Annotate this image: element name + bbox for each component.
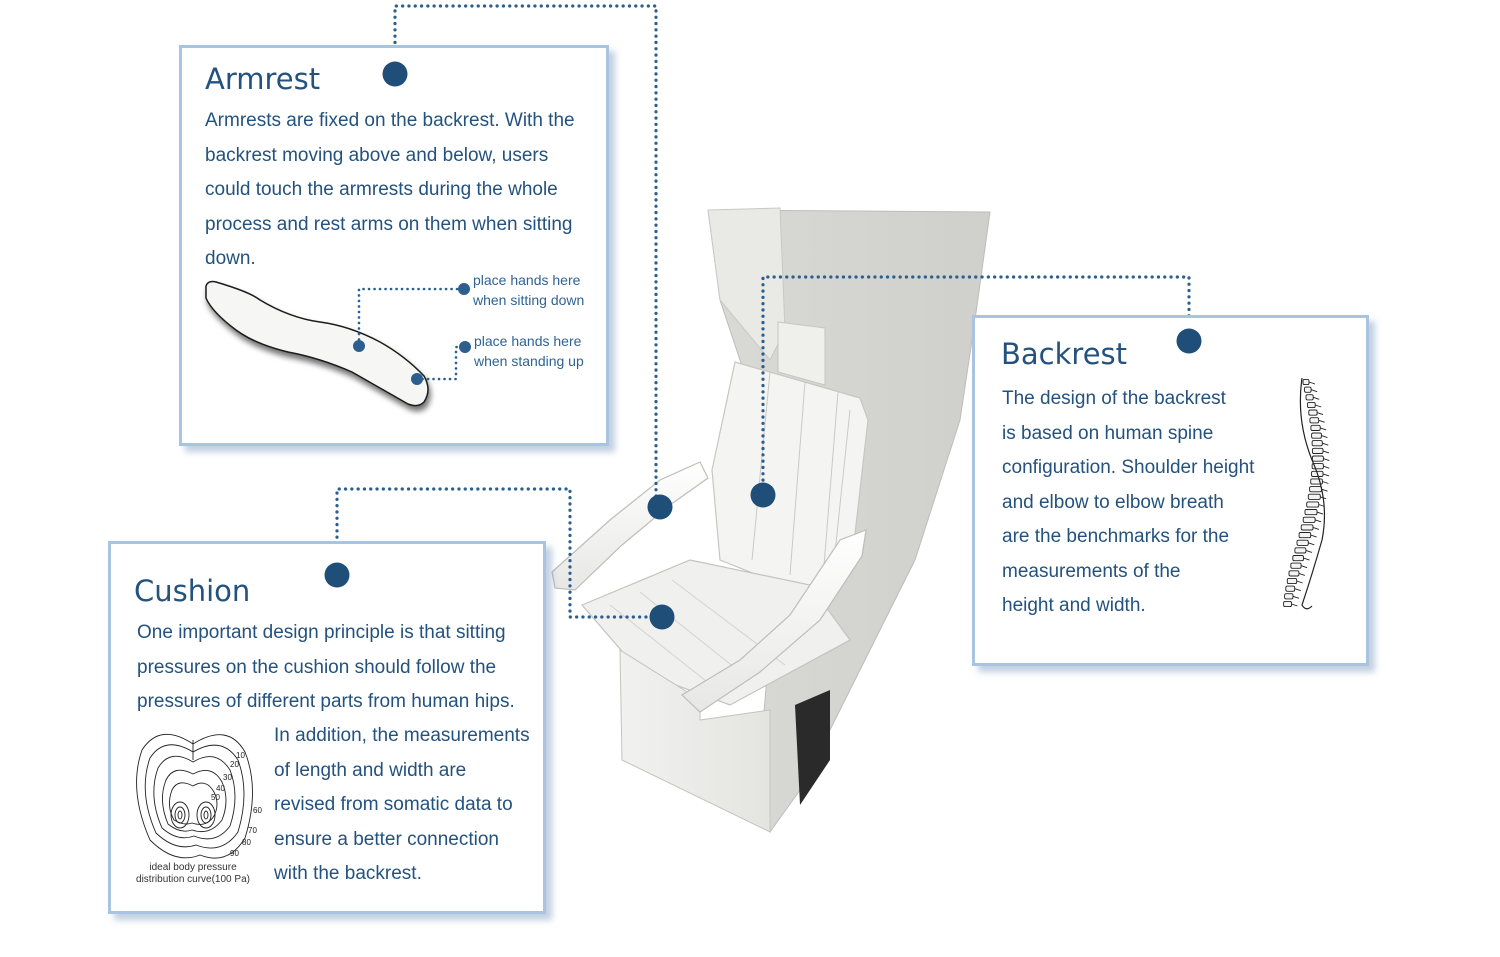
backrest-connector (761, 275, 1191, 497)
chair-prototype-image (551, 207, 991, 834)
armrest-description: Armrests are fixed on the backrest. With… (205, 104, 575, 277)
cushion-side-description: In addition, the measurements of length … (274, 719, 530, 892)
cushion-description: One important design principle is that s… (137, 616, 515, 720)
backrest-chair-dot (750, 482, 776, 508)
armrest-line: Armrests are fixed on the backrest. With… (205, 110, 575, 131)
pressure-caption-line: distribution curve(100 Pa) (136, 874, 250, 885)
cushion-side-line: ensure a better connection (274, 828, 499, 850)
label-sitting-line: place hands here (473, 272, 581, 288)
backrest-line: height and width. (1002, 595, 1146, 616)
label-standing: place hands here when standing up (474, 331, 584, 371)
cushion-side-line: In addition, the measurements (274, 725, 530, 746)
label-sitting: place hands here when sitting down (473, 270, 584, 310)
pressure-caption-line: ideal body pressure (149, 862, 237, 873)
cushion-side-line: with the backrest. (274, 863, 422, 884)
armrest-line: down. (205, 248, 256, 269)
chair-left-armrest (551, 461, 709, 591)
armrest-chair-dot (647, 494, 673, 520)
backrest-title: Backrest (1001, 337, 1128, 371)
cushion-side-line: revised from somatic data to (274, 794, 513, 815)
armrest-title: Armrest (205, 62, 321, 96)
backrest-line: is based on human spine (1002, 422, 1214, 444)
label-sitting-line: when sitting down (473, 292, 585, 308)
chair-right-armrest (681, 529, 867, 713)
connector-lines (335, 4, 1191, 619)
armrest-line: backrest moving above and below, users (205, 144, 549, 166)
label-standing-line: when standing up (474, 353, 584, 369)
cushion-chair-dot (649, 604, 675, 630)
backrest-line: measurements of the (1002, 560, 1181, 582)
label-standing-line: place hands here (474, 333, 582, 349)
chair-upper-back (777, 321, 826, 386)
armrest-line: process and rest arms on them when sitti… (205, 213, 573, 235)
backrest-line: are the benchmarks for the (1002, 526, 1230, 547)
cushion-side-line: of length and width are (274, 759, 467, 781)
backrest-line: The design of the backrest (1002, 388, 1226, 409)
backrest-description: The design of the backrest is based on h… (1002, 382, 1254, 624)
cushion-connector (335, 487, 664, 619)
cushion-line: pressures on the cushion should follow t… (137, 656, 497, 678)
armrest-connector (393, 4, 658, 509)
armrest-line: could touch the armrests during the whol… (205, 179, 558, 200)
cushion-line: pressures of different parts from human … (137, 691, 515, 712)
cushion-title: Cushion (134, 574, 251, 608)
backrest-line: and elbow to elbow breath (1002, 491, 1224, 513)
chair-cavity (795, 690, 830, 805)
cushion-line: One important design principle is that s… (137, 622, 506, 643)
backrest-line: configuration. Shoulder height (1002, 457, 1255, 478)
pressure-caption: ideal body pressure distribution curve(1… (131, 862, 255, 886)
